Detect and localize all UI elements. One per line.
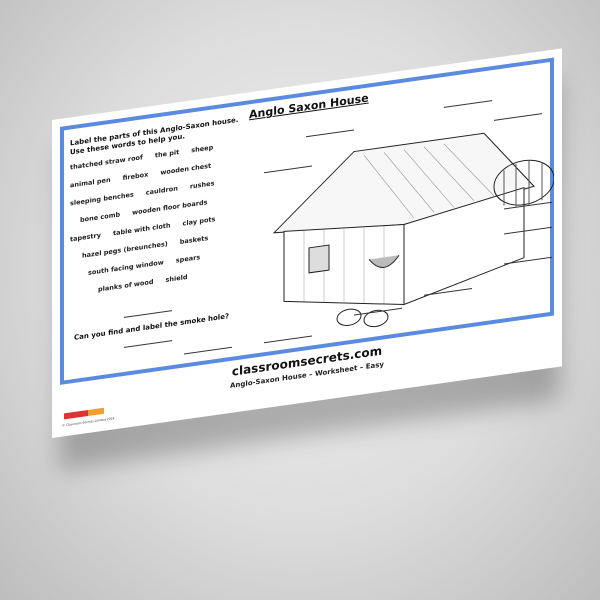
word: firebox: [122, 170, 149, 183]
word: shield: [165, 272, 188, 285]
label-line: [124, 310, 172, 318]
basket: [336, 308, 362, 326]
window: [308, 244, 330, 274]
animal-pen: [493, 159, 554, 206]
cauldron: [368, 254, 400, 268]
house-illustration: [272, 132, 554, 328]
worksheet-border: Anglo Saxon House Label the parts of thi…: [60, 57, 554, 385]
worksheet: Anglo Saxon House Label the parts of thi…: [52, 48, 562, 439]
word: spears: [175, 253, 201, 265]
basket: [363, 309, 389, 328]
word: rushes: [189, 179, 215, 191]
label-line: [184, 346, 232, 355]
label-line: [124, 340, 172, 348]
smoke-hole-question: Can you find and label the smoke hole?: [74, 312, 230, 342]
